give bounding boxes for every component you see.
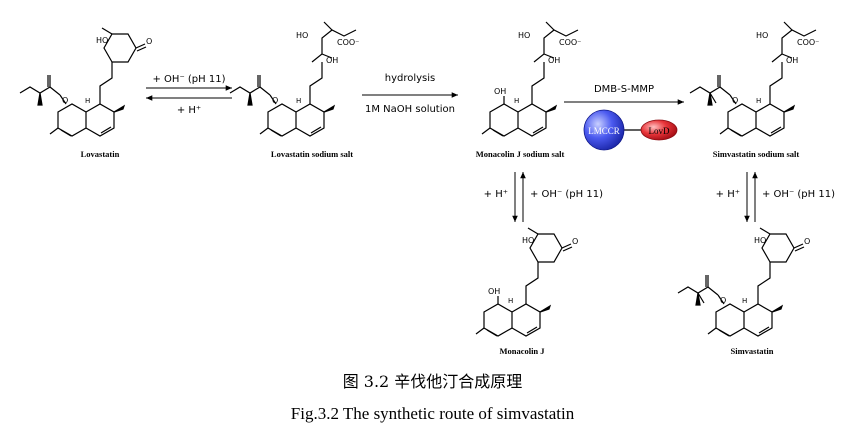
mj-na-oh2: OH xyxy=(494,87,506,96)
lmccr-sphere xyxy=(583,109,625,151)
sv-na-ester-o: O xyxy=(732,96,738,105)
sv-ester-o: O xyxy=(720,296,726,305)
lovastatin-na-coo: COO⁻ xyxy=(337,38,359,47)
enzyme-complex xyxy=(583,109,678,151)
step3-top-label: DMB-S-MMP xyxy=(594,84,654,95)
sv-na-oh: OH xyxy=(786,56,798,65)
mj-na-oh: OH xyxy=(548,56,560,65)
lovd-ellipse xyxy=(640,119,678,141)
mj-na-ho: HO xyxy=(518,31,530,40)
lovastatin-sodium-structure xyxy=(229,21,357,137)
lovastatin-structure xyxy=(19,27,147,137)
mj-right-label: + OH⁻ (pH 11) xyxy=(530,189,603,200)
sv-left-label: + H⁺ xyxy=(716,189,740,200)
mj-oh: OH xyxy=(488,287,500,296)
sv-na-coo: COO⁻ xyxy=(797,38,819,47)
simvastatin-structure xyxy=(677,227,805,337)
label-lovastatin: Lovastatin xyxy=(81,149,120,159)
monacolin-j-structure xyxy=(475,227,573,337)
label-lovastatin-sodium-salt: Lovastatin sodium salt xyxy=(271,149,353,159)
sv-right-label: + OH⁻ (pH 11) xyxy=(762,189,835,200)
lovastatin-na-ho: HO xyxy=(296,31,308,40)
step1-forward-label: + OH⁻ (pH 11) xyxy=(153,74,226,85)
figure-caption-chinese: 图 3.2 辛伐他汀合成原理 xyxy=(342,372,523,391)
sv-ho: HO xyxy=(754,236,766,245)
lovastatin-na-h: H xyxy=(296,97,301,105)
sv-carbonyl-o: O xyxy=(804,237,810,246)
lovastatin-na-ester-o: O xyxy=(272,96,278,105)
figure-caption-english: Fig.3.2 The synthetic route of simvastat… xyxy=(290,404,575,423)
lovd-label: LovD xyxy=(649,126,670,136)
label-monacolin-j: Monacolin J xyxy=(499,346,545,356)
lmccr-label: LMCCR xyxy=(588,126,620,136)
lovastatin-ester-o: O xyxy=(62,96,68,105)
lovastatin-na-oh: OH xyxy=(326,56,338,65)
mj-na-coo: COO⁻ xyxy=(559,38,581,47)
label-simvastatin: Simvastatin xyxy=(731,346,774,356)
lovastatin-carbonyl-o: O xyxy=(146,37,152,46)
label-simvastatin-sodium-salt: Simvastatin sodium salt xyxy=(713,149,800,159)
mj-carbonyl-o: O xyxy=(572,237,578,246)
step2-bottom-label: 1M NaOH solution xyxy=(365,104,455,115)
monacolin-j-sodium-structure xyxy=(481,21,579,137)
mj-h: H xyxy=(508,297,513,305)
step1-reverse-label: + H⁺ xyxy=(177,105,201,116)
sv-h: H xyxy=(742,297,747,305)
mj-left-label: + H⁺ xyxy=(484,189,508,200)
sv-na-h: H xyxy=(756,97,761,105)
step2-top-label: hydrolysis xyxy=(385,73,436,84)
mj-na-h: H xyxy=(514,97,519,105)
lovastatin-ho: HO xyxy=(96,36,108,45)
mj-ho: HO xyxy=(522,236,534,245)
lovastatin-h: H xyxy=(85,97,90,105)
sv-na-ho: HO xyxy=(756,31,768,40)
label-monacolin-j-sodium-salt: Monacolin J sodium salt xyxy=(476,149,565,159)
simvastatin-sodium-structure xyxy=(689,21,817,137)
